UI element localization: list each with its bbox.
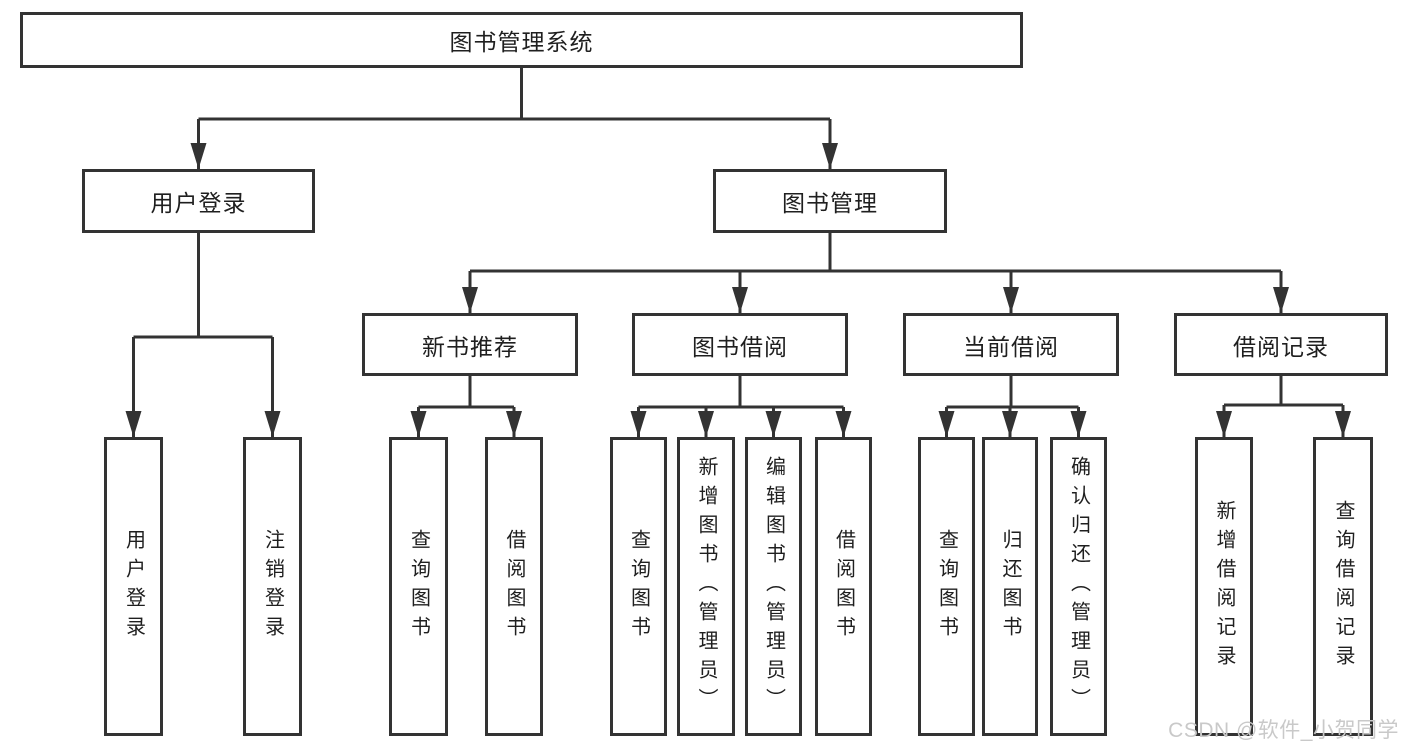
leaf-borrow-query-books: 查询图书 bbox=[610, 437, 667, 736]
leaf-records-add-record: 新增借阅记录 bbox=[1195, 437, 1253, 736]
connector-path bbox=[132, 68, 1345, 437]
leaf-borrow-edit-books-admin: 编辑图书（管理员） bbox=[745, 437, 802, 736]
leaf-records-query-record: 查询借阅记录 bbox=[1313, 437, 1373, 736]
leaf-borrow-add-books-admin: 新增图书（管理员） bbox=[677, 437, 735, 736]
node-user-login: 用户登录 bbox=[82, 169, 315, 233]
node-book-management: 图书管理 bbox=[713, 169, 947, 233]
leaf-recommend-borrow-books: 借阅图书 bbox=[485, 437, 543, 736]
leaf-borrow-borrow-books: 借阅图书 bbox=[815, 437, 872, 736]
leaf-user-login: 用户登录 bbox=[104, 437, 163, 736]
watermark: CSDN @软件_小贺同学 bbox=[1168, 719, 1399, 742]
leaf-recommend-query-books: 查询图书 bbox=[389, 437, 448, 736]
node-root-system: 图书管理系统 bbox=[20, 12, 1023, 68]
leaf-current-return-books: 归还图书 bbox=[982, 437, 1038, 736]
node-new-book-recommendation: 新书推荐 bbox=[362, 313, 578, 376]
node-current-borrowing: 当前借阅 bbox=[903, 313, 1119, 376]
node-book-borrowing: 图书借阅 bbox=[632, 313, 848, 376]
leaf-current-query-books: 查询图书 bbox=[918, 437, 975, 736]
leaf-logout: 注销登录 bbox=[243, 437, 302, 736]
leaf-current-confirm-return-admin: 确认归还（管理员） bbox=[1050, 437, 1107, 736]
node-borrowing-records: 借阅记录 bbox=[1174, 313, 1388, 376]
